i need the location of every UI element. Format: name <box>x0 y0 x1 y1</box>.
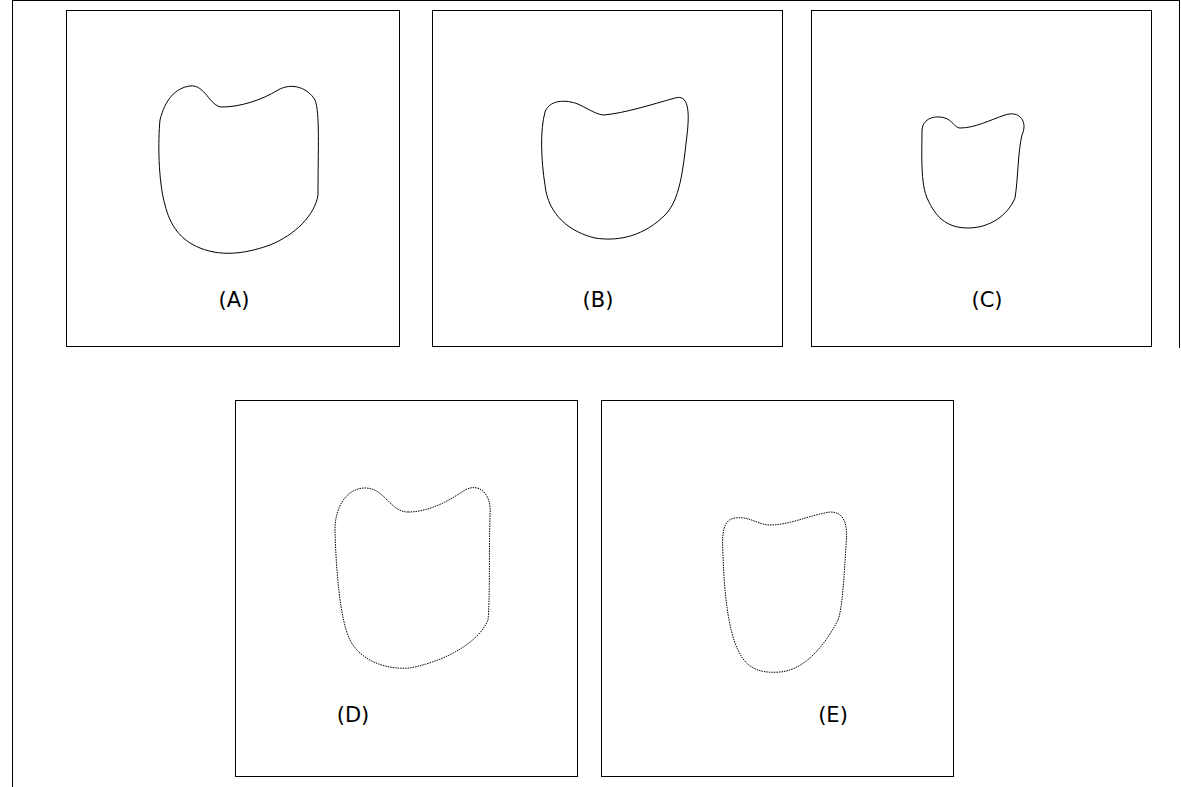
figure-panel: (D) <box>235 400 578 777</box>
frame-line <box>12 0 1180 1</box>
frame-line <box>12 0 13 787</box>
panel-label: (D) <box>337 703 370 728</box>
panel-label: (A) <box>219 288 250 313</box>
figure-panel: (B) <box>432 10 783 347</box>
panel-label: (B) <box>583 288 614 313</box>
tooth-contour <box>542 97 689 239</box>
panel-label: (E) <box>818 703 848 728</box>
dotted-contour <box>335 488 490 669</box>
figure-panel: (E) <box>601 400 954 777</box>
figure-panel: (C) <box>811 10 1152 347</box>
panel-label: (C) <box>971 288 1002 313</box>
figure-panel: (A) <box>66 10 400 347</box>
dotted-contour <box>723 512 847 672</box>
tooth-contour <box>159 86 319 253</box>
tooth-contour <box>922 114 1024 228</box>
frame-line <box>1179 0 1180 348</box>
